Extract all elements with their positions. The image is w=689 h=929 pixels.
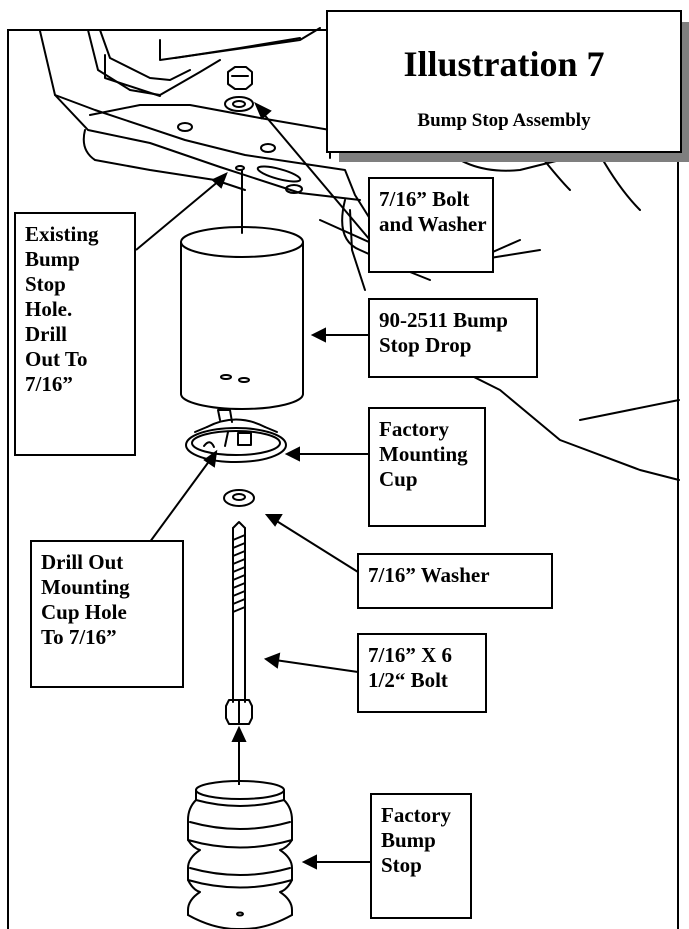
bracket-holes: [177, 122, 303, 194]
title-box: Illustration 7 Bump Stop Assembly: [326, 10, 682, 153]
factory-bump-stop: [187, 780, 293, 929]
callout-bump-stop-drop: 90-2511 Bump Stop Drop: [368, 298, 538, 378]
callout-drill-out-mounting-cup: Drill Out Mounting Cup Hole To 7/16”: [30, 540, 184, 688]
mounting-cup: [185, 409, 287, 463]
illustration-title: Illustration 7: [403, 44, 605, 84]
lower-washer: [223, 489, 255, 507]
callout-existing-bump-stop-hole: Existing Bump Stop Hole. Drill Out To 7/…: [14, 212, 136, 456]
bump-stop-drop-cylinder: [180, 226, 304, 410]
outer-frame: [7, 29, 679, 929]
callout-bolt-and-washer: 7/16” Bolt and Washer: [368, 177, 494, 273]
long-bolt: [225, 521, 253, 725]
top-nut-washer: [224, 66, 254, 112]
callout-long-bolt: 7/16” X 6 1/2“ Bolt: [357, 633, 487, 713]
callout-factory-mounting-cup: Factory Mounting Cup: [368, 407, 486, 527]
callout-factory-bump-stop: Factory Bump Stop: [370, 793, 472, 919]
callout-washer: 7/16” Washer: [357, 553, 553, 609]
illustration-subtitle: Bump Stop Assembly: [417, 110, 591, 131]
